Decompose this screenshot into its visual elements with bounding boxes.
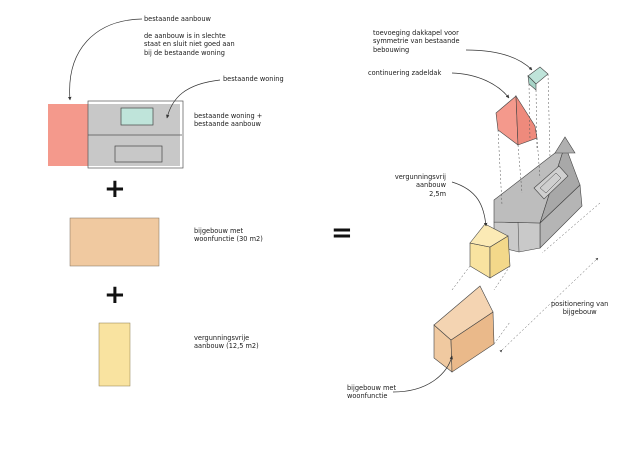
label-positioning: positionering van bijgebouw <box>551 300 609 317</box>
label-permit-free-extension: vergunningsvrije aanbouw (12,5 m2) <box>194 334 259 351</box>
label-outbuilding: bijgebouw met woonfunctie (30 m2) <box>194 227 263 244</box>
dormer-pointer <box>465 49 533 71</box>
label-gable-roof: continuering zadeldak <box>368 69 442 77</box>
label-existing-house: bestaande woning <box>223 75 284 83</box>
existing-house-pointer <box>166 79 221 119</box>
existing-extension-pointer <box>68 18 143 101</box>
gable-roof-red-side <box>515 94 538 146</box>
label-extension-condition-note: de aanbouw is in slechte staat en sluit … <box>144 32 235 57</box>
label-existing-extension: bestaande aanbouw <box>144 15 211 23</box>
house-window-teal <box>120 107 154 126</box>
house-window-grey <box>114 145 163 163</box>
outbuilding-block <box>69 217 160 267</box>
peach-box-roof <box>433 285 494 341</box>
plus-sign-2: + <box>104 280 126 310</box>
label-dormer: toevoeging dakkapel voor symmetrie van b… <box>373 29 460 54</box>
yellow-extension-pointer <box>451 181 488 227</box>
equals-sign: = <box>331 218 353 248</box>
gable-roof-red-front <box>495 95 519 146</box>
existing-house-outline <box>87 100 184 169</box>
permit-free-extension-block <box>98 322 131 387</box>
house-facade-line <box>517 221 520 253</box>
house-dormer-window <box>539 172 562 194</box>
label-outbuilding-right: bijgebouw met woonfunctie <box>347 384 397 401</box>
yellow-box-roof <box>469 223 509 248</box>
outbuilding-pointer <box>392 355 453 393</box>
label-permit-free-extension-right: vergunningsvrij aanbouw 2,5m <box>394 173 446 198</box>
label-house-and-extension: bestaande woning + bestaande aanbouw <box>194 112 263 129</box>
yellow-box-front <box>469 242 491 279</box>
existing-extension-block <box>48 104 88 166</box>
gable-roof-pointer <box>451 72 510 99</box>
house-rear-gable <box>554 136 576 154</box>
plus-sign-1: + <box>104 174 126 204</box>
house-dormer <box>533 165 569 200</box>
